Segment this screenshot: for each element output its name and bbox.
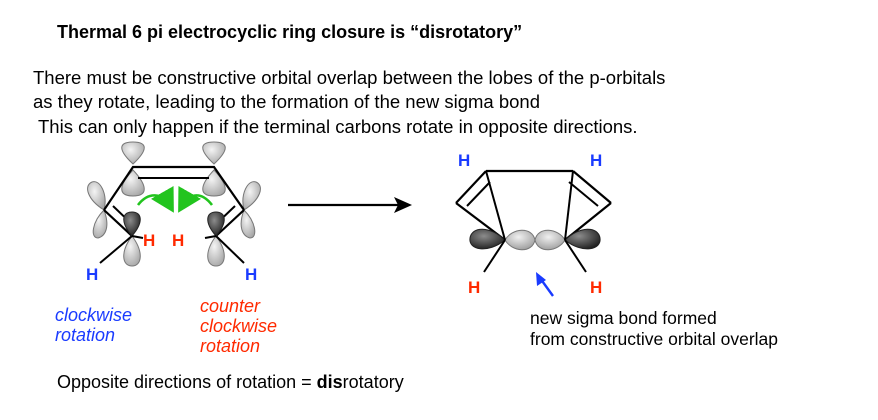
explanation-line-2: as they rotate, leading to the formation… xyxy=(33,91,541,112)
clockwise-label-line-1: clockwise xyxy=(55,305,133,325)
p-orbital-bottom-lobe-c5 xyxy=(202,169,226,197)
sigma-bond-lobe-left xyxy=(504,229,536,251)
sigma-bond-pointer-arrow xyxy=(536,272,554,297)
cyclohexadiene-structure xyxy=(455,169,612,297)
p-orbital-c3-left xyxy=(87,181,106,211)
counterclockwise-label-line-3: rotation xyxy=(200,336,261,356)
conclusion-bold: dis xyxy=(316,372,343,392)
h-atom-c6-outer: H xyxy=(245,265,257,284)
p-orbital-bottom-lobe-c2 xyxy=(121,169,145,197)
sigma-bond-note: new sigma bond formed from constructive … xyxy=(530,308,778,350)
terminal-orbital-left-outer xyxy=(469,228,506,250)
h-atom-top-left: H xyxy=(458,151,470,170)
h-atom-bottom-right: H xyxy=(590,278,602,297)
p-orbital-c6-upper xyxy=(207,211,225,237)
sigma-bond-note-line-2: from constructive orbital overlap xyxy=(530,329,779,349)
p-orbital-c6-lower xyxy=(207,235,225,267)
explanation-line-3: This can only happen if the terminal car… xyxy=(38,116,638,137)
terminal-orbital-right-outer xyxy=(564,228,601,250)
h-atom-top-right: H xyxy=(590,151,602,170)
clockwise-label-line-2: rotation xyxy=(55,325,116,345)
p-orbital-top-lobe-c5 xyxy=(202,141,226,165)
conclusion-suffix: rotatory xyxy=(342,372,404,392)
counterclockwise-label: counter clockwise rotation xyxy=(200,296,277,356)
h-atom-c6-inner: H xyxy=(172,231,184,250)
diagram-title: Thermal 6 pi electrocyclic ring closure … xyxy=(57,22,523,42)
explanation-line-1: There must be constructive orbital overl… xyxy=(33,67,666,88)
h-atom-c1-outer: H xyxy=(86,265,98,284)
counterclockwise-rotation-arrow xyxy=(178,186,214,213)
sigma-bond-note-line-1: new sigma bond formed xyxy=(530,308,717,328)
p-orbital-c1-upper xyxy=(123,211,141,237)
p-orbital-c4-left xyxy=(240,209,256,239)
hexatriene-structure xyxy=(87,141,261,267)
p-orbital-c3-right xyxy=(92,209,108,239)
reaction-arrow xyxy=(288,197,412,213)
sigma-bond-lobe-right xyxy=(534,229,566,251)
p-orbital-top-lobe-c2 xyxy=(121,141,145,165)
clockwise-rotation-arrow xyxy=(136,186,174,213)
counterclockwise-label-line-2: clockwise xyxy=(200,316,278,336)
p-orbital-c1-lower xyxy=(123,235,141,267)
conclusion-text: Opposite directions of rotation = disrot… xyxy=(57,372,404,393)
p-orbital-c4-right xyxy=(242,181,261,211)
h-atom-bottom-left: H xyxy=(468,278,480,297)
h-atom-c1-inner: H xyxy=(143,231,155,250)
conclusion-prefix: Opposite directions of rotation = xyxy=(57,372,317,392)
counterclockwise-label-line-1: counter xyxy=(200,296,261,316)
clockwise-label: clockwise rotation xyxy=(55,305,132,345)
